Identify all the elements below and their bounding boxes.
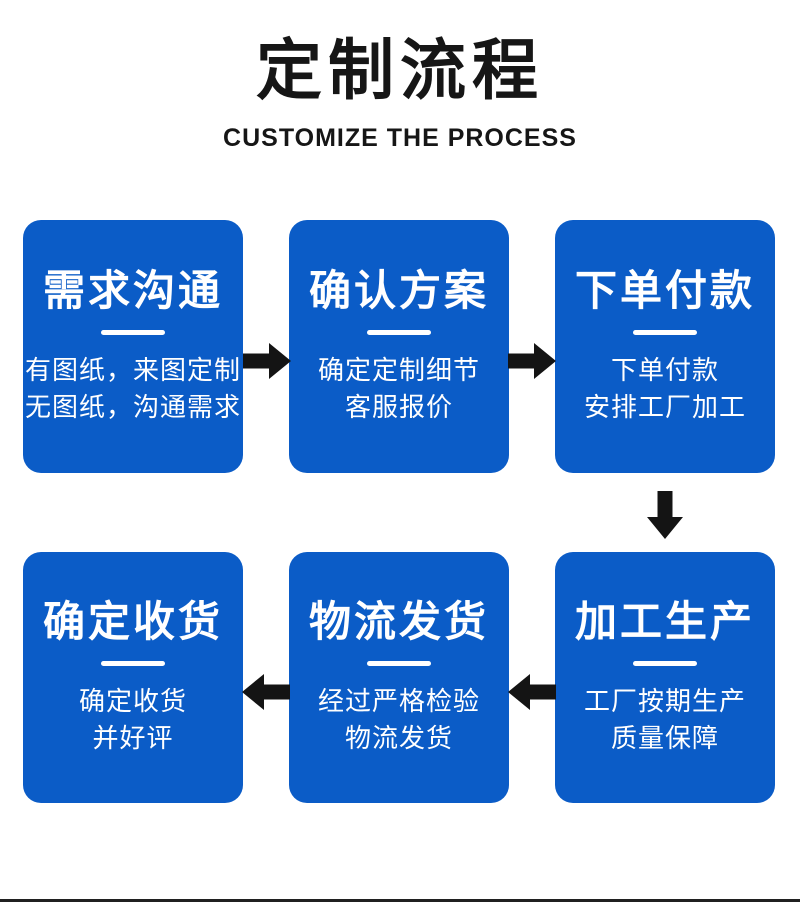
step-title: 需求沟通 bbox=[42, 267, 223, 314]
step-line: 经过严格检验 bbox=[317, 686, 480, 716]
step-line: 并好评 bbox=[92, 723, 174, 753]
header: 定制流程 CUSTOMIZE THE PROCESS bbox=[0, 32, 800, 153]
step-title: 加工生产 bbox=[574, 598, 755, 645]
step-line: 物流发货 bbox=[344, 723, 453, 753]
step-box-1-requirement: 需求沟通 有图纸，来图定制 无图纸，沟通需求 bbox=[23, 220, 243, 473]
arrow-left-icon bbox=[242, 674, 290, 710]
step-line: 有图纸，来图定制 bbox=[24, 355, 241, 385]
bottom-edge-bar bbox=[0, 899, 800, 902]
arrow-right-icon bbox=[508, 343, 556, 379]
arrow-left-icon bbox=[508, 674, 556, 710]
step-title: 确定收货 bbox=[42, 598, 223, 645]
step-box-2-confirm-plan: 确认方案 确定定制细节 客服报价 bbox=[289, 220, 509, 473]
step-line: 下单付款 bbox=[610, 355, 719, 385]
step-title: 下单付款 bbox=[574, 267, 755, 314]
step-line: 确定收货 bbox=[78, 686, 187, 716]
step-box-4-production: 加工生产 工厂按期生产 质量保障 bbox=[555, 552, 775, 803]
step-box-5-logistics-ship: 物流发货 经过严格检验 物流发货 bbox=[289, 552, 509, 803]
page-subtitle: CUSTOMIZE THE PROCESS bbox=[223, 124, 577, 152]
step-title: 确认方案 bbox=[308, 267, 489, 314]
divider bbox=[633, 330, 697, 335]
step-line: 工厂按期生产 bbox=[583, 686, 746, 716]
step-box-3-order-pay: 下单付款 下单付款 安排工厂加工 bbox=[555, 220, 775, 473]
divider bbox=[367, 661, 431, 666]
page-title: 定制流程 bbox=[256, 33, 544, 107]
step-line: 确定定制细节 bbox=[317, 355, 480, 385]
step-line: 无图纸，沟通需求 bbox=[24, 392, 241, 422]
step-line: 质量保障 bbox=[610, 723, 719, 753]
step-line: 安排工厂加工 bbox=[583, 392, 746, 422]
arrow-down-icon bbox=[647, 491, 683, 539]
divider bbox=[367, 330, 431, 335]
step-box-6-confirm-receipt: 确定收货 确定收货 并好评 bbox=[23, 552, 243, 803]
divider bbox=[101, 661, 165, 666]
step-line: 客服报价 bbox=[344, 392, 453, 422]
arrow-right-icon bbox=[243, 343, 291, 379]
step-title: 物流发货 bbox=[308, 598, 489, 645]
divider bbox=[101, 330, 165, 335]
divider bbox=[633, 661, 697, 666]
